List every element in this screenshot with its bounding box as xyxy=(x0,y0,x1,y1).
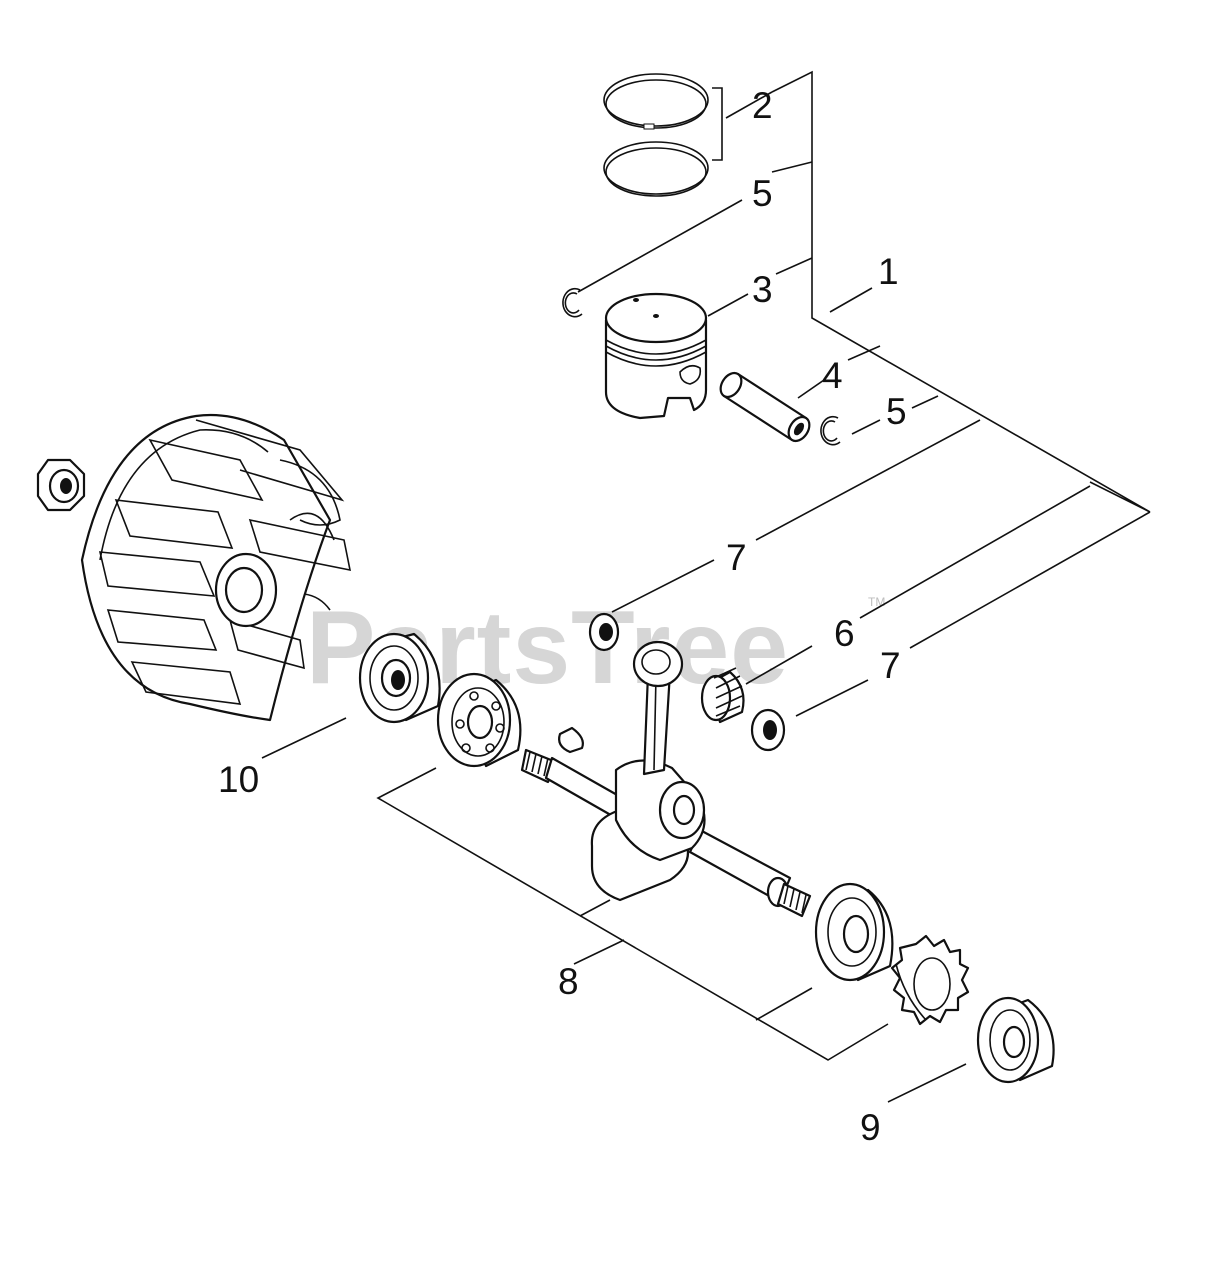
callout-9: 9 xyxy=(860,1107,881,1148)
piston xyxy=(604,292,708,420)
piston-pin xyxy=(719,371,811,443)
thrust-washer-lower xyxy=(750,708,786,752)
bearing-left xyxy=(358,632,441,724)
callout-7-upper: 7 xyxy=(726,537,747,578)
bearing-right xyxy=(814,882,894,982)
callout-2: 2 xyxy=(752,85,773,126)
callout-10: 10 xyxy=(218,759,259,800)
callout-8: 8 xyxy=(558,961,579,1002)
callout-7-lower: 7 xyxy=(880,645,901,686)
callout-labels: 2 5 3 1 4 5 7 6 7 10 8 9 xyxy=(218,85,907,1148)
callout-1: 1 xyxy=(878,251,899,292)
callout-6: 6 xyxy=(834,613,855,654)
thrust-washer-upper xyxy=(588,612,620,652)
callout-4: 4 xyxy=(822,355,843,396)
callout-5-right: 5 xyxy=(886,391,907,432)
roller-bearing xyxy=(436,672,522,768)
drive-gear xyxy=(890,934,970,1026)
flywheel-nut xyxy=(36,458,86,512)
woodruff-key xyxy=(558,726,584,754)
needle-bearing xyxy=(700,667,745,724)
piston-rings xyxy=(603,73,709,197)
leader-lines xyxy=(261,70,1151,1103)
callout-3: 3 xyxy=(752,269,773,310)
circlip-top xyxy=(562,287,583,318)
watermark-trademark: TM xyxy=(868,595,885,609)
crankshaft xyxy=(520,640,812,918)
bearing-bottom xyxy=(976,996,1055,1084)
flywheel xyxy=(80,413,352,722)
circlip-right xyxy=(820,415,841,446)
callout-5-top: 5 xyxy=(752,173,773,214)
